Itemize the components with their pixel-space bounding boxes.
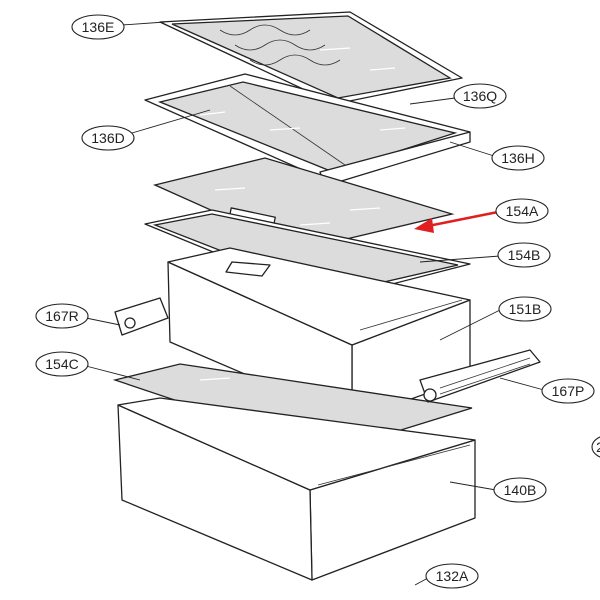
callout-136H[interactable]: 136H — [491, 145, 545, 171]
label-154B: 154B — [508, 247, 541, 263]
part-167P-rail[interactable] — [419, 349, 541, 403]
callout-151B[interactable]: 151B — [498, 296, 552, 322]
label-154C: 154C — [45, 356, 78, 372]
label-136D: 136D — [91, 130, 124, 146]
part-167R-rail[interactable] — [114, 297, 169, 336]
callout-167R[interactable]: 167R — [35, 303, 89, 329]
label-partial: 2 — [596, 439, 600, 455]
callout-132A[interactable]: 132A — [425, 563, 479, 589]
label-136H: 136H — [501, 150, 534, 166]
callout-136E[interactable]: 136E — [71, 14, 125, 40]
callout-136Q[interactable]: 136Q — [453, 83, 507, 109]
part-136D-frame-shelf[interactable] — [144, 73, 471, 187]
label-140B: 140B — [504, 482, 537, 498]
callout-partial[interactable]: 2 — [591, 435, 600, 459]
label-167P: 167P — [552, 383, 585, 399]
callout-136D[interactable]: 136D — [81, 125, 135, 151]
callout-154B[interactable]: 154B — [497, 242, 551, 268]
part-136E-glass-shelf[interactable] — [159, 11, 463, 105]
callout-154C[interactable]: 154C — [35, 351, 89, 377]
leader-lines — [85, 21, 545, 586]
part-151B-drawer[interactable] — [167, 247, 471, 421]
callout-140B[interactable]: 140B — [493, 477, 547, 503]
callout-167P[interactable]: 167P — [541, 378, 595, 404]
label-136E: 136E — [82, 19, 115, 35]
highlight-arrow-154A — [414, 210, 499, 233]
label-136Q: 136Q — [463, 88, 497, 104]
part-140B-crisper[interactable] — [117, 397, 476, 581]
callout-154A[interactable]: 154A — [495, 198, 549, 224]
label-151B: 151B — [509, 301, 542, 317]
label-132A: 132A — [436, 568, 469, 584]
label-154A: 154A — [506, 203, 539, 219]
label-167R: 167R — [45, 308, 78, 324]
